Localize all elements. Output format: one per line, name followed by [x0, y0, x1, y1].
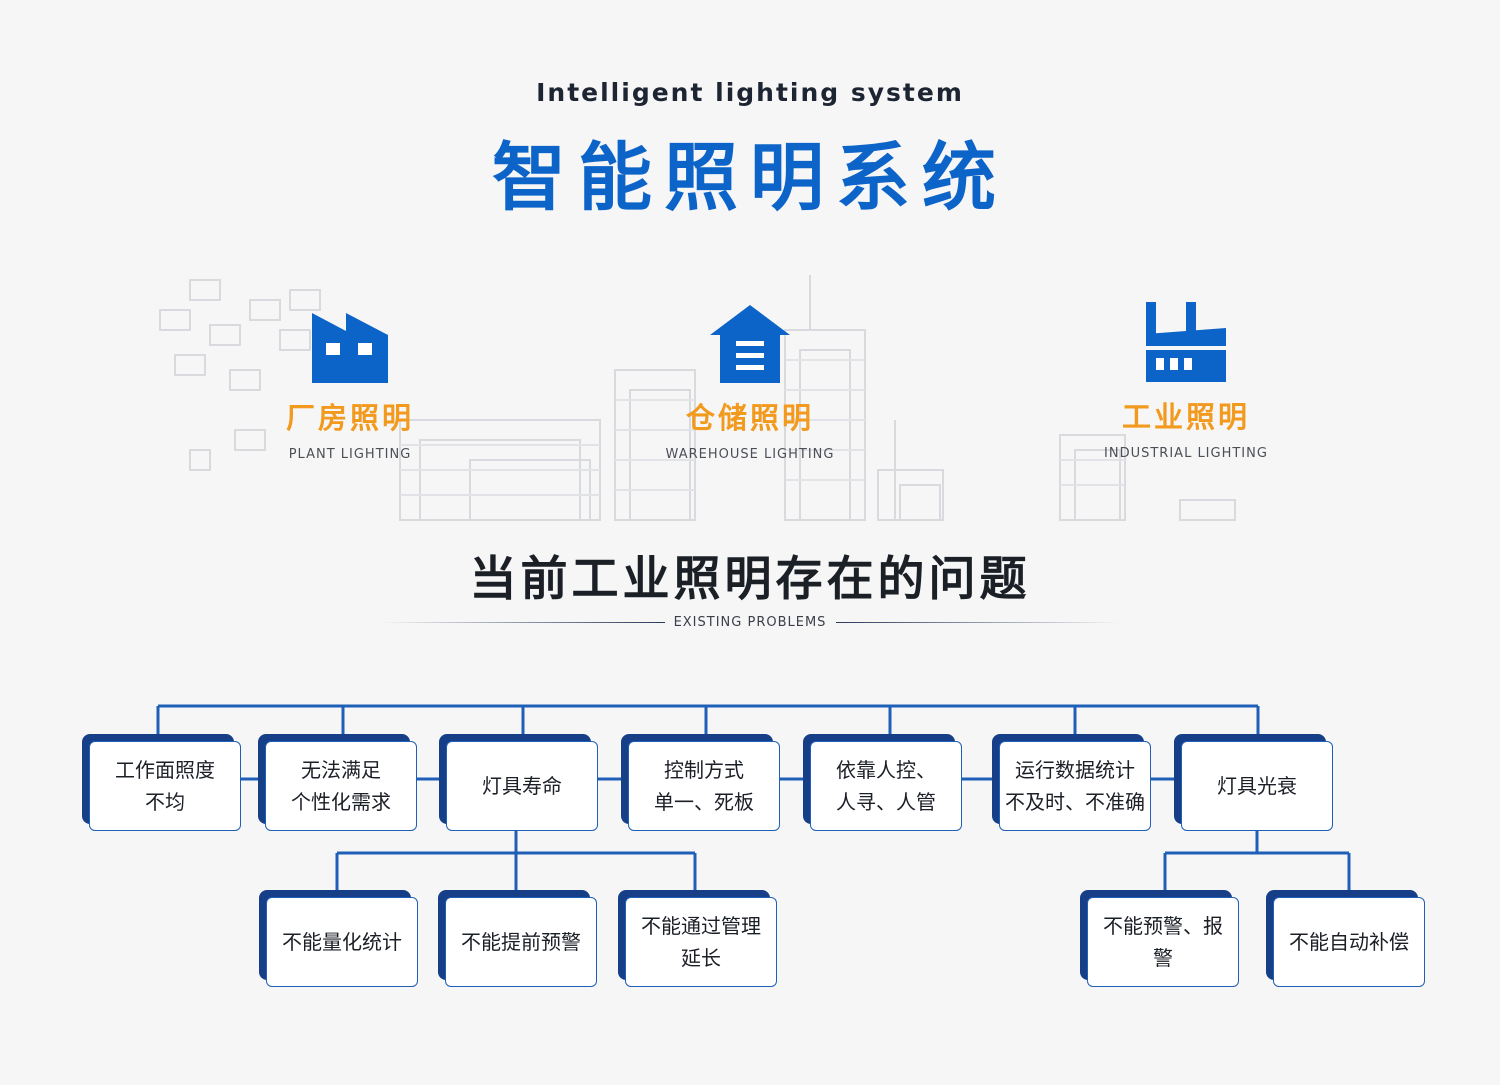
sub-problem-node: 不能通过管理 延长	[618, 890, 777, 987]
sub-problem-label: 不能提前预警	[445, 897, 597, 987]
industrial-plant-icon	[1146, 302, 1226, 382]
category-warehouse-lighting: 仓储照明 WAREHOUSE LIGHTING	[620, 305, 880, 462]
warehouse-icon	[710, 305, 790, 383]
sub-problem-label: 不能预警、报 警	[1087, 897, 1239, 987]
problem-label: 灯具光衰	[1181, 741, 1333, 831]
sub-problem-label: 不能量化统计	[266, 897, 418, 987]
hero-subtitle: Intelligent lighting system	[536, 78, 964, 107]
sub-problem-node: 不能自动补偿	[1266, 890, 1425, 987]
problem-node: 运行数据统计 不及时、不准确	[992, 734, 1151, 831]
category-name: 工业照明	[1121, 400, 1250, 434]
hero-title: 智能照明系统	[492, 135, 1008, 221]
category-name: 仓储照明	[685, 401, 814, 435]
sub-problem-label: 不能通过管理 延长	[625, 897, 777, 987]
problem-label: 无法满足 个性化需求	[265, 741, 417, 831]
problem-label: 依靠人控、 人寻、人管	[810, 741, 962, 831]
problem-node: 控制方式 单一、死板	[621, 734, 780, 831]
section-title: 当前工业照明存在的问题	[469, 552, 1031, 607]
problem-node: 依靠人控、 人寻、人管	[803, 734, 962, 831]
city-skyline-background	[159, 275, 1236, 521]
problem-label: 灯具寿命	[446, 741, 598, 831]
divider-left	[380, 622, 665, 623]
divider-right	[836, 622, 1121, 623]
sub-problem-node: 不能提前预警	[438, 890, 597, 987]
problem-label: 运行数据统计 不及时、不准确	[999, 741, 1151, 831]
problem-label: 工作面照度 不均	[89, 741, 241, 831]
category-english-name: INDUSTRIAL LIGHTING	[1104, 446, 1268, 461]
sub-problem-node: 不能预警、报 警	[1080, 890, 1239, 987]
factory-icon	[312, 313, 388, 383]
problem-node: 灯具光衰	[1174, 734, 1333, 831]
problem-label: 控制方式 单一、死板	[628, 741, 780, 831]
sub-problem-node: 不能量化统计	[259, 890, 418, 987]
category-plant-lighting: 厂房照明 PLANT LIGHTING	[220, 305, 480, 462]
category-english-name: PLANT LIGHTING	[288, 447, 412, 462]
problem-node: 灯具寿命	[439, 734, 598, 831]
problem-node: 无法满足 个性化需求	[258, 734, 417, 831]
sub-problem-label: 不能自动补偿	[1273, 897, 1425, 987]
problem-node: 工作面照度 不均	[82, 734, 241, 831]
category-name: 厂房照明	[285, 401, 414, 435]
category-industrial-lighting: 工业照明 INDUSTRIAL LIGHTING	[1056, 300, 1316, 461]
category-english-name: WAREHOUSE LIGHTING	[665, 447, 835, 462]
section-subtitle: EXISTING PROBLEMS	[673, 615, 827, 630]
